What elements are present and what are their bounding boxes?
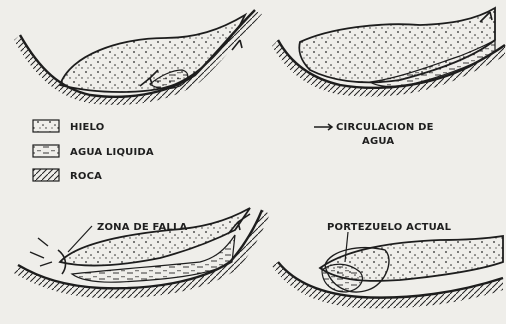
- legend-swatch-ice: [33, 120, 59, 132]
- legend: HIELO AGUA LIQUIDA ROCA: [33, 120, 154, 182]
- legend-swatch-water: [33, 145, 59, 157]
- legend-label-ice: HIELO: [70, 122, 104, 133]
- fault-arrows-icon: [30, 238, 52, 266]
- fault-zone-label: ZONA DE FALLA: [97, 222, 188, 233]
- legend-label-rock: ROCA: [70, 171, 102, 182]
- panel-bottom-right: PORTEZUELO ACTUAL: [272, 222, 503, 308]
- legend-swatch-rock: [33, 169, 59, 181]
- water-flow-label-line1: CIRCULACION DE: [336, 122, 434, 133]
- water-circulation-note: CIRCULACION DE AGUA: [314, 122, 434, 147]
- panel-bottom-left: ZONA DE FALLA: [12, 208, 270, 298]
- panel-top-right: [272, 8, 505, 97]
- arrow-right-icon: [314, 124, 332, 130]
- current-pass-label: PORTEZUELO ACTUAL: [327, 222, 452, 233]
- panel-top-left: [14, 10, 262, 105]
- legend-label-water: AGUA LIQUIDA: [70, 147, 154, 158]
- water-flow-label-line2: AGUA: [362, 136, 394, 147]
